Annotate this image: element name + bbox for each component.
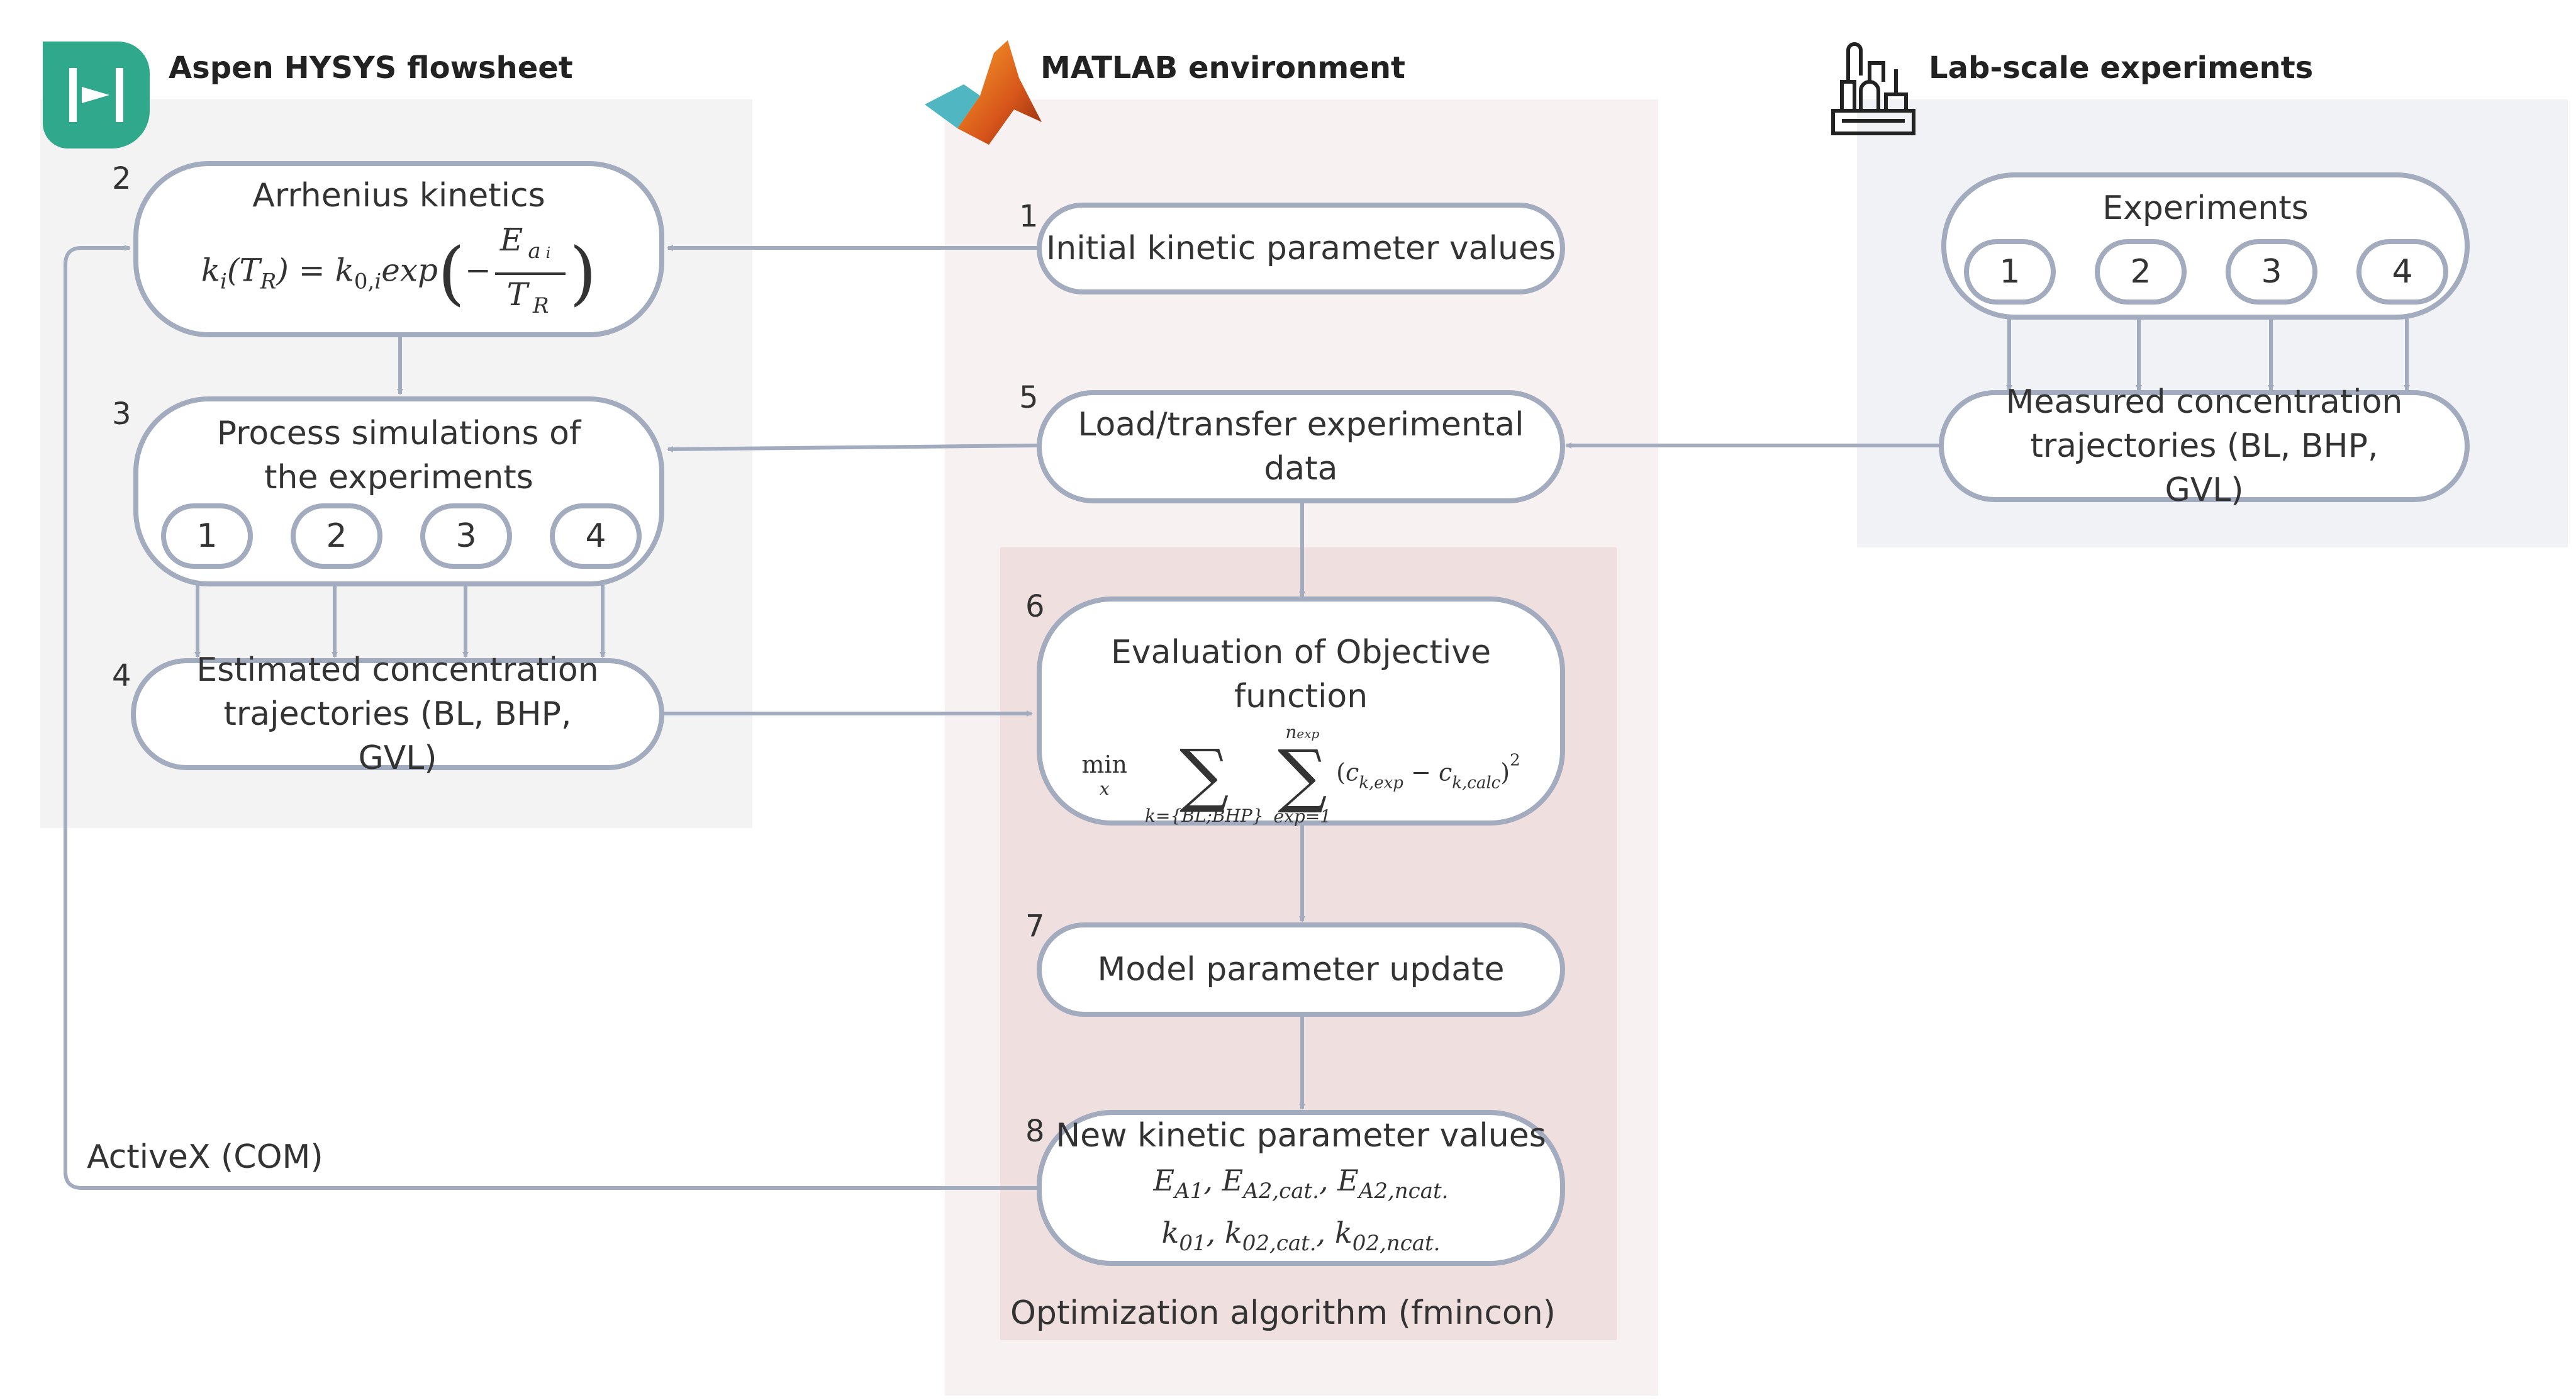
arrow-s8-to-s2-loop [64,245,1037,1190]
step-7-update-box: Model parameter update [1037,922,1565,1017]
new-params-equation-line-1: EA1, EA2,cat., EA2,ncat. [1153,1163,1449,1204]
step-number-8: 8 [1025,1114,1045,1149]
step-number-1: 1 [1019,199,1039,234]
experiment-item-2: 2 [2095,239,2187,305]
step-1-initial-params-box: Initial kinetic parameter values [1037,203,1565,294]
step-number-5: 5 [1019,380,1039,415]
step-4-estimated-box: Estimated concentration trajectories (BL… [131,651,664,777]
step-8-new-params-box: New kinetic parameter values EA1, EA2,ca… [1037,1110,1565,1266]
simulation-item-3: 3 [420,503,512,569]
lab-measured-label: Measured concentration trajectories (BL,… [2005,383,2403,509]
step-3-label: Process simulations of the experiments [216,415,581,496]
hysys-logo-icon [43,42,150,148]
simulation-item-1: 1 [161,503,253,569]
step-7-label: Model parameter update [1097,951,1505,988]
new-params-equation-line-2: k01, k02,cat., k02,ncat. [1161,1216,1441,1256]
optimization-label: Optimization algorithm (fmincon) [1010,1294,1556,1332]
experiment-item-1: 1 [1964,239,2056,305]
lab-plant-icon [1829,38,1917,138]
matlab-logo-icon [920,34,1045,147]
step-6-label: Evaluation of Objective function [1110,634,1492,715]
experiment-item-4: 4 [2356,239,2448,305]
simulation-item-2: 2 [291,503,382,569]
step-number-2: 2 [112,161,131,196]
lab-experiments-label: Experiments [2102,189,2309,227]
simulation-item-4: 4 [550,503,642,569]
lab-measured-box: Measured concentration trajectories (BL,… [1939,383,2470,509]
step-number-6: 6 [1025,589,1045,624]
activex-link-label: ActiveX (COM) [87,1138,323,1176]
matlab-panel-title: MATLAB environment [1040,50,1405,86]
hysys-panel-title: Aspen HYSYS flowsheet [169,50,573,86]
step-1-label: Initial kinetic parameter values [1045,230,1556,267]
step-2-label: Arrhenius kinetics [252,176,545,215]
step-number-7: 7 [1025,909,1045,944]
step-8-label: New kinetic parameter values [1056,1117,1546,1155]
experiment-item-3: 3 [2226,239,2317,305]
step-number-3: 3 [112,396,131,432]
step-4-label: Estimated concentration trajectories (BL… [196,651,599,777]
step-5-load-data-box: Load/transfer experimental data [1037,390,1565,503]
step-number-4: 4 [112,658,131,693]
step-5-label: Load/transfer experimental data [1078,406,1524,488]
arrow-s5-to-s3 [667,444,1037,452]
lab-panel-title: Lab-scale experiments [1929,50,2314,86]
